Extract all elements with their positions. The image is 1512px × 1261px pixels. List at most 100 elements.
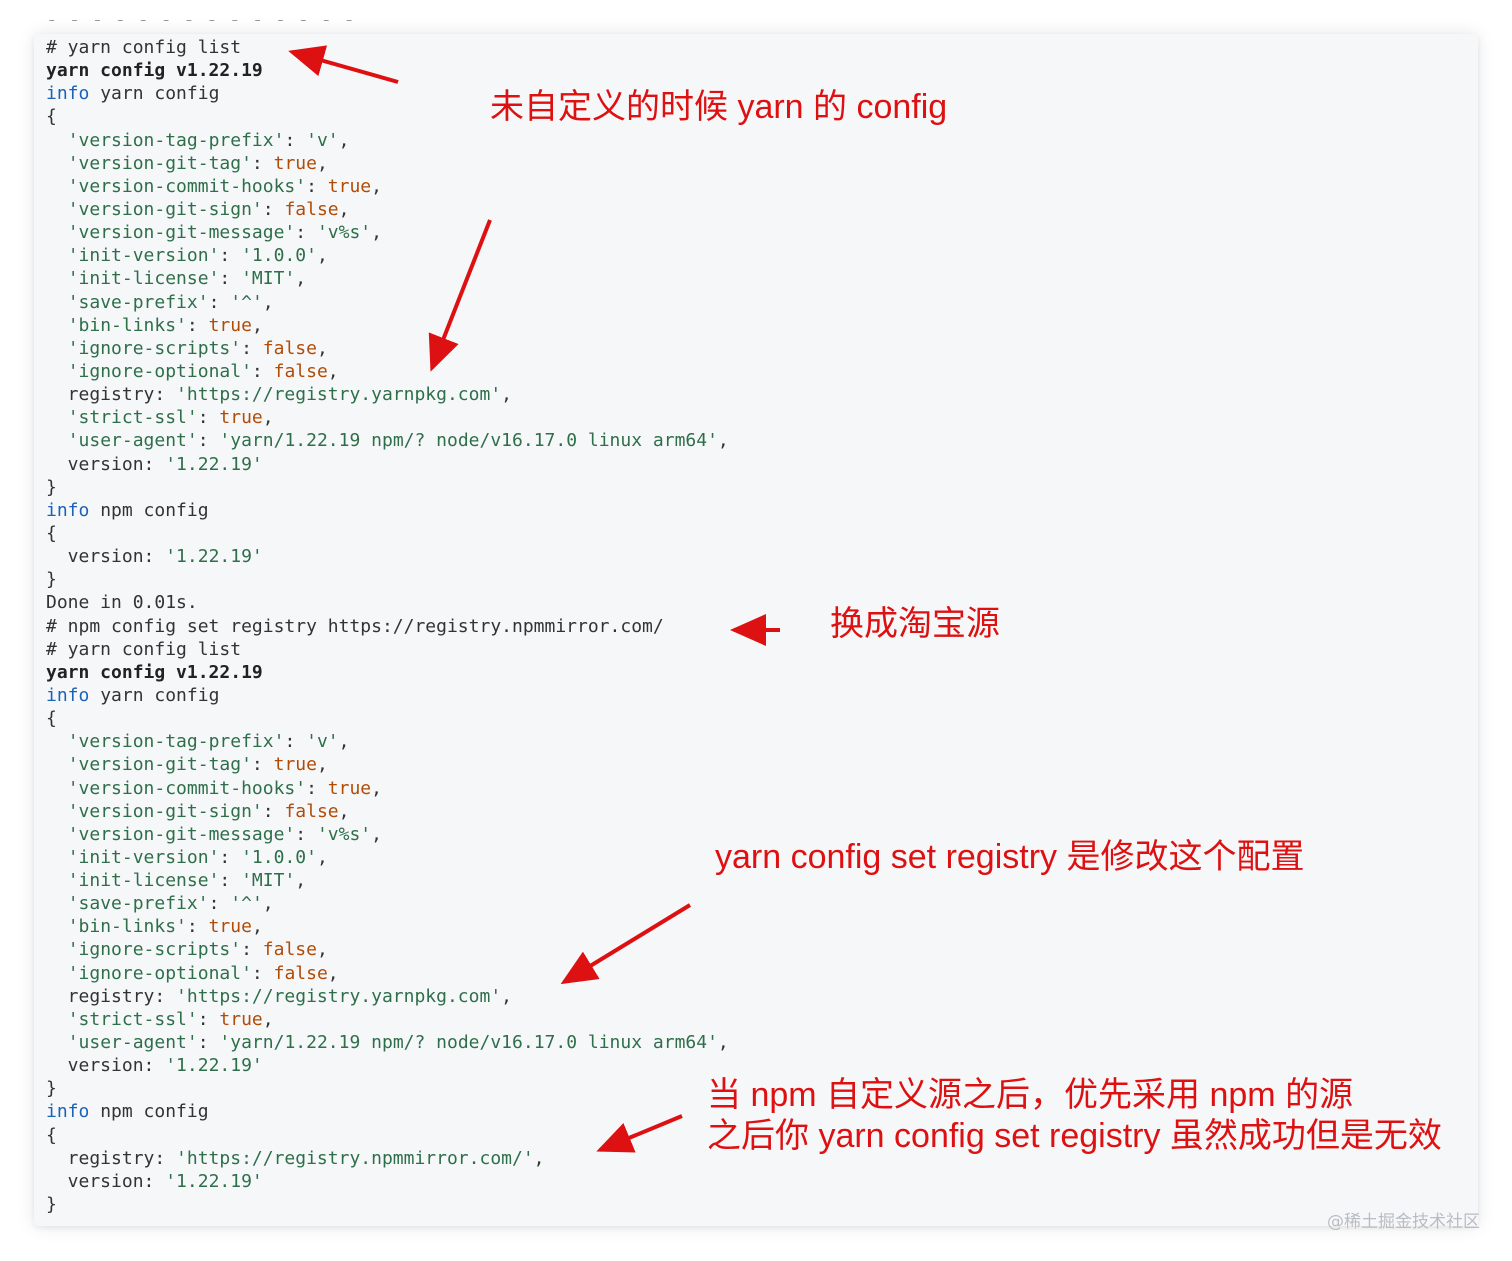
- code-line: 'ignore-scripts': false,: [46, 337, 729, 360]
- code-text: version:: [46, 1055, 166, 1077]
- string-token: 'ignore-scripts': [67, 337, 242, 359]
- string-token: 'version-commit-hooks': [67, 777, 307, 799]
- code-text: yarn config v1.22.19: [46, 60, 263, 82]
- boolean-token: false: [273, 962, 328, 984]
- boolean-token: true: [219, 407, 263, 429]
- code-line: {: [46, 1124, 729, 1147]
- string-token: '^': [230, 893, 263, 915]
- code-text: registry:: [46, 985, 177, 1007]
- string-token: 'version-git-sign': [67, 198, 263, 220]
- arrow-to-npmmirror-registry: [596, 1114, 683, 1153]
- annotation-default-config: 未自定义的时候 yarn 的 config: [490, 88, 948, 126]
- code-line: version: '1.22.19': [46, 453, 729, 476]
- boolean-token: false: [262, 939, 317, 961]
- code-line: 'ignore-optional': false,: [46, 360, 729, 383]
- code-text: :: [284, 731, 307, 753]
- code-line: info npm config: [46, 499, 729, 522]
- boolean-token: false: [284, 800, 339, 822]
- string-token: 'save-prefix': [67, 893, 209, 915]
- boolean-token: true: [273, 754, 317, 776]
- code-text: version:: [46, 546, 166, 568]
- code-line: 'save-prefix': '^',: [46, 892, 729, 915]
- string-token: '1.22.19': [165, 1170, 263, 1192]
- code-text: ,: [371, 777, 382, 799]
- string-token: 'https://registry.yarnpkg.com': [176, 384, 502, 406]
- code-line: 'bin-links': true,: [46, 915, 729, 938]
- arrow-to-yarn-config-list: [288, 45, 399, 84]
- string-token: 'ignore-scripts': [67, 939, 242, 961]
- code-text: {: [46, 1124, 57, 1146]
- clipped-previous-line: - - - - - - - - - - - - - -: [34, 20, 734, 34]
- code-text: ,: [501, 384, 512, 406]
- code-text: ,: [262, 893, 274, 915]
- code-line: }: [46, 476, 729, 499]
- code-line: 'user-agent': 'yarn/1.22.19 npm/? node/v…: [46, 429, 729, 452]
- code-text: ,: [262, 291, 274, 313]
- annotation-switch-taobao: 换成淘宝源: [830, 605, 1000, 643]
- code-line: info yarn config: [46, 684, 729, 707]
- info-keyword: info: [46, 499, 90, 521]
- boolean-token: true: [208, 916, 252, 938]
- string-token: 'v': [306, 129, 339, 151]
- string-token: 'v%s': [316, 222, 372, 244]
- code-line: 'version-commit-hooks': true,: [46, 777, 729, 800]
- code-text: :: [186, 314, 209, 336]
- code-line: info yarn config: [46, 82, 729, 105]
- string-token: 'version-git-tag': [67, 754, 252, 776]
- code-text: :: [251, 152, 274, 174]
- code-line: 'ignore-scripts': false,: [46, 938, 729, 961]
- code-line: 'version-commit-hooks': true,: [46, 175, 729, 198]
- code-text: :: [306, 175, 328, 197]
- code-text: }: [46, 476, 57, 498]
- string-token: '1.22.19': [165, 1055, 263, 1077]
- string-token: 'bin-links': [67, 314, 187, 336]
- string-token: 'version-tag-prefix': [67, 129, 285, 151]
- string-token: '1.22.19': [165, 453, 263, 475]
- code-line: 'user-agent': 'yarn/1.22.19 npm/? node/v…: [46, 1031, 729, 1054]
- code-text: :: [251, 360, 274, 382]
- code-text: {: [46, 522, 57, 544]
- string-token: 'init-version': [67, 846, 220, 868]
- code-line: 'bin-links': true,: [46, 314, 729, 337]
- code-text: # yarn config list: [46, 37, 242, 58]
- code-text: :: [262, 198, 285, 220]
- code-text: }: [46, 569, 57, 591]
- code-text: ,: [533, 1147, 545, 1169]
- code-text: ,: [371, 823, 382, 845]
- code-text: ,: [295, 268, 307, 290]
- code-text: :: [219, 870, 242, 892]
- string-token: 'v%s': [316, 823, 372, 845]
- info-keyword: info: [46, 684, 90, 706]
- code-text: ,: [316, 245, 328, 267]
- string-token: 'version-git-message': [67, 823, 296, 845]
- code-text: }: [46, 1194, 57, 1216]
- code-text: ,: [262, 407, 274, 429]
- string-token: 'MIT': [241, 268, 296, 290]
- string-token: '1.22.19': [165, 546, 263, 568]
- string-token: 'strict-ssl': [67, 407, 198, 429]
- code-text: :: [197, 1008, 220, 1030]
- code-text: npm config: [89, 499, 209, 521]
- string-token: 'version-commit-hooks': [67, 175, 307, 197]
- code-line: 'init-version': '1.0.0',: [46, 244, 729, 267]
- code-text: :: [284, 129, 307, 151]
- string-token: 'ignore-optional': [67, 360, 252, 382]
- code-text: ,: [717, 430, 729, 452]
- code-text: :: [262, 800, 285, 822]
- code-line: registry: 'https://registry.yarnpkg.com'…: [46, 383, 729, 406]
- code-text: ,: [327, 360, 339, 382]
- code-text: ,: [316, 152, 328, 174]
- code-line: 'init-license': 'MIT',: [46, 267, 729, 290]
- string-token: 'version-git-message': [67, 222, 296, 244]
- code-text: :: [208, 291, 231, 313]
- string-token: 'version-tag-prefix': [67, 731, 285, 753]
- code-line: # yarn config list: [46, 638, 729, 661]
- code-text: ,: [338, 731, 350, 753]
- code-text: {: [46, 708, 57, 730]
- code-line: version: '1.22.19': [46, 1170, 729, 1193]
- string-token: '^': [230, 291, 263, 313]
- code-text: :: [219, 268, 242, 290]
- code-text: # yarn config list: [46, 638, 242, 660]
- string-token: 'strict-ssl': [67, 1008, 198, 1030]
